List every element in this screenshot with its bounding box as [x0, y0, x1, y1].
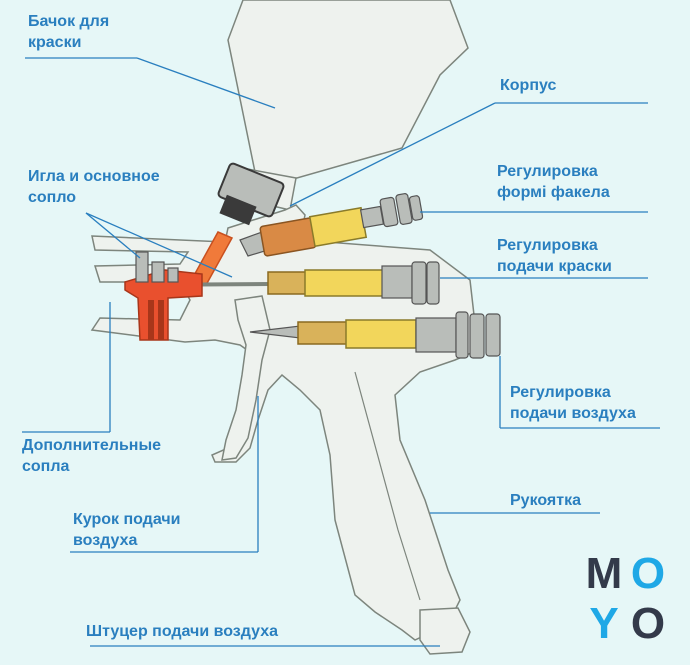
tank-coupling-dark — [219, 194, 257, 226]
label-fan-adjust-line1: Регулировка — [497, 163, 598, 180]
nozzle-block-1 — [135, 251, 149, 283]
leader-tank-diag — [136, 57, 276, 109]
air-knob-1 — [455, 311, 469, 359]
label-paint-tank-line1: Бачок для — [28, 13, 110, 30]
label-extra-nozzles: Дополнительные сопла — [22, 435, 161, 477]
label-fan-adjust-line2: формі факела — [497, 184, 610, 201]
logo-letter-o1: O — [630, 549, 666, 598]
nozzle-slot-1 — [148, 300, 154, 340]
air-knob-2 — [469, 313, 485, 359]
label-trigger: Курок подачи воздуха — [73, 509, 180, 551]
moyo-logo: M O Y O — [582, 552, 670, 648]
label-fan-adjust: Регулировка формі факела — [497, 161, 610, 203]
label-air-fitting-line1: Штуцер подачи воздуха — [86, 623, 278, 640]
air-brass — [297, 321, 349, 345]
label-paint-adjust-line1: Регулировка — [497, 237, 598, 254]
label-extra-nozzles-line1: Дополнительные — [22, 437, 162, 454]
leader-body-diag — [289, 102, 496, 207]
label-needle-nozzle: Игла и основное сопло — [28, 166, 160, 208]
nozzle-block-2 — [151, 261, 165, 283]
paint-tank — [227, 0, 469, 181]
nozzle-slot-2 — [158, 300, 164, 340]
logo-letter-m: M — [585, 549, 623, 598]
paint-brass — [267, 271, 307, 295]
label-air-adjust-line2: подачи воздуха — [510, 405, 636, 422]
label-paint-adjust: Регулировка подачи краски — [497, 235, 612, 277]
label-handle-line1: Рукоятка — [510, 492, 582, 509]
label-paint-tank: Бачок для краски — [28, 11, 109, 53]
label-paint-tank-line2: краски — [28, 34, 82, 51]
air-shaft — [415, 317, 457, 353]
label-handle: Рукоятка — [510, 490, 581, 511]
leader-lines — [22, 57, 660, 647]
paint-spring — [304, 269, 384, 297]
fan-spring — [308, 206, 368, 248]
trigger — [221, 295, 271, 461]
leader-needle-2 — [85, 212, 233, 278]
label-extra-nozzles-line2: сопла — [22, 458, 70, 475]
logo-letter-o2: O — [630, 599, 666, 648]
label-body-line1: Корпус — [500, 77, 557, 94]
handle-inner — [354, 371, 421, 601]
paint-knob-1 — [411, 261, 427, 305]
label-trigger-line1: Курок подачи — [73, 511, 181, 528]
air-fitting — [419, 607, 471, 655]
nozzle-block-3 — [167, 267, 179, 283]
label-air-fitting: Штуцер подачи воздуха — [86, 621, 278, 642]
fan-shaft — [359, 205, 385, 229]
label-body: Корпус — [500, 75, 556, 96]
label-air-adjust: Регулировка подачи воздуха — [510, 382, 636, 424]
paint-knob-2 — [426, 261, 440, 305]
leader-needle-1 — [85, 212, 141, 259]
fan-knob-3 — [408, 195, 424, 221]
air-spring — [345, 319, 417, 349]
label-air-adjust-line1: Регулировка — [510, 384, 611, 401]
fan-knob-2 — [395, 193, 413, 225]
logo-letter-y: Y — [589, 599, 619, 648]
label-needle-nozzle-line1: Игла и основное — [28, 168, 160, 185]
fan-knob-1 — [379, 196, 399, 228]
air-knob-3 — [485, 313, 501, 357]
label-trigger-line2: воздуха — [73, 532, 138, 549]
label-paint-adjust-line2: подачи краски — [497, 258, 612, 275]
label-needle-nozzle-line2: сопло — [28, 189, 77, 206]
paint-shaft — [381, 265, 413, 299]
